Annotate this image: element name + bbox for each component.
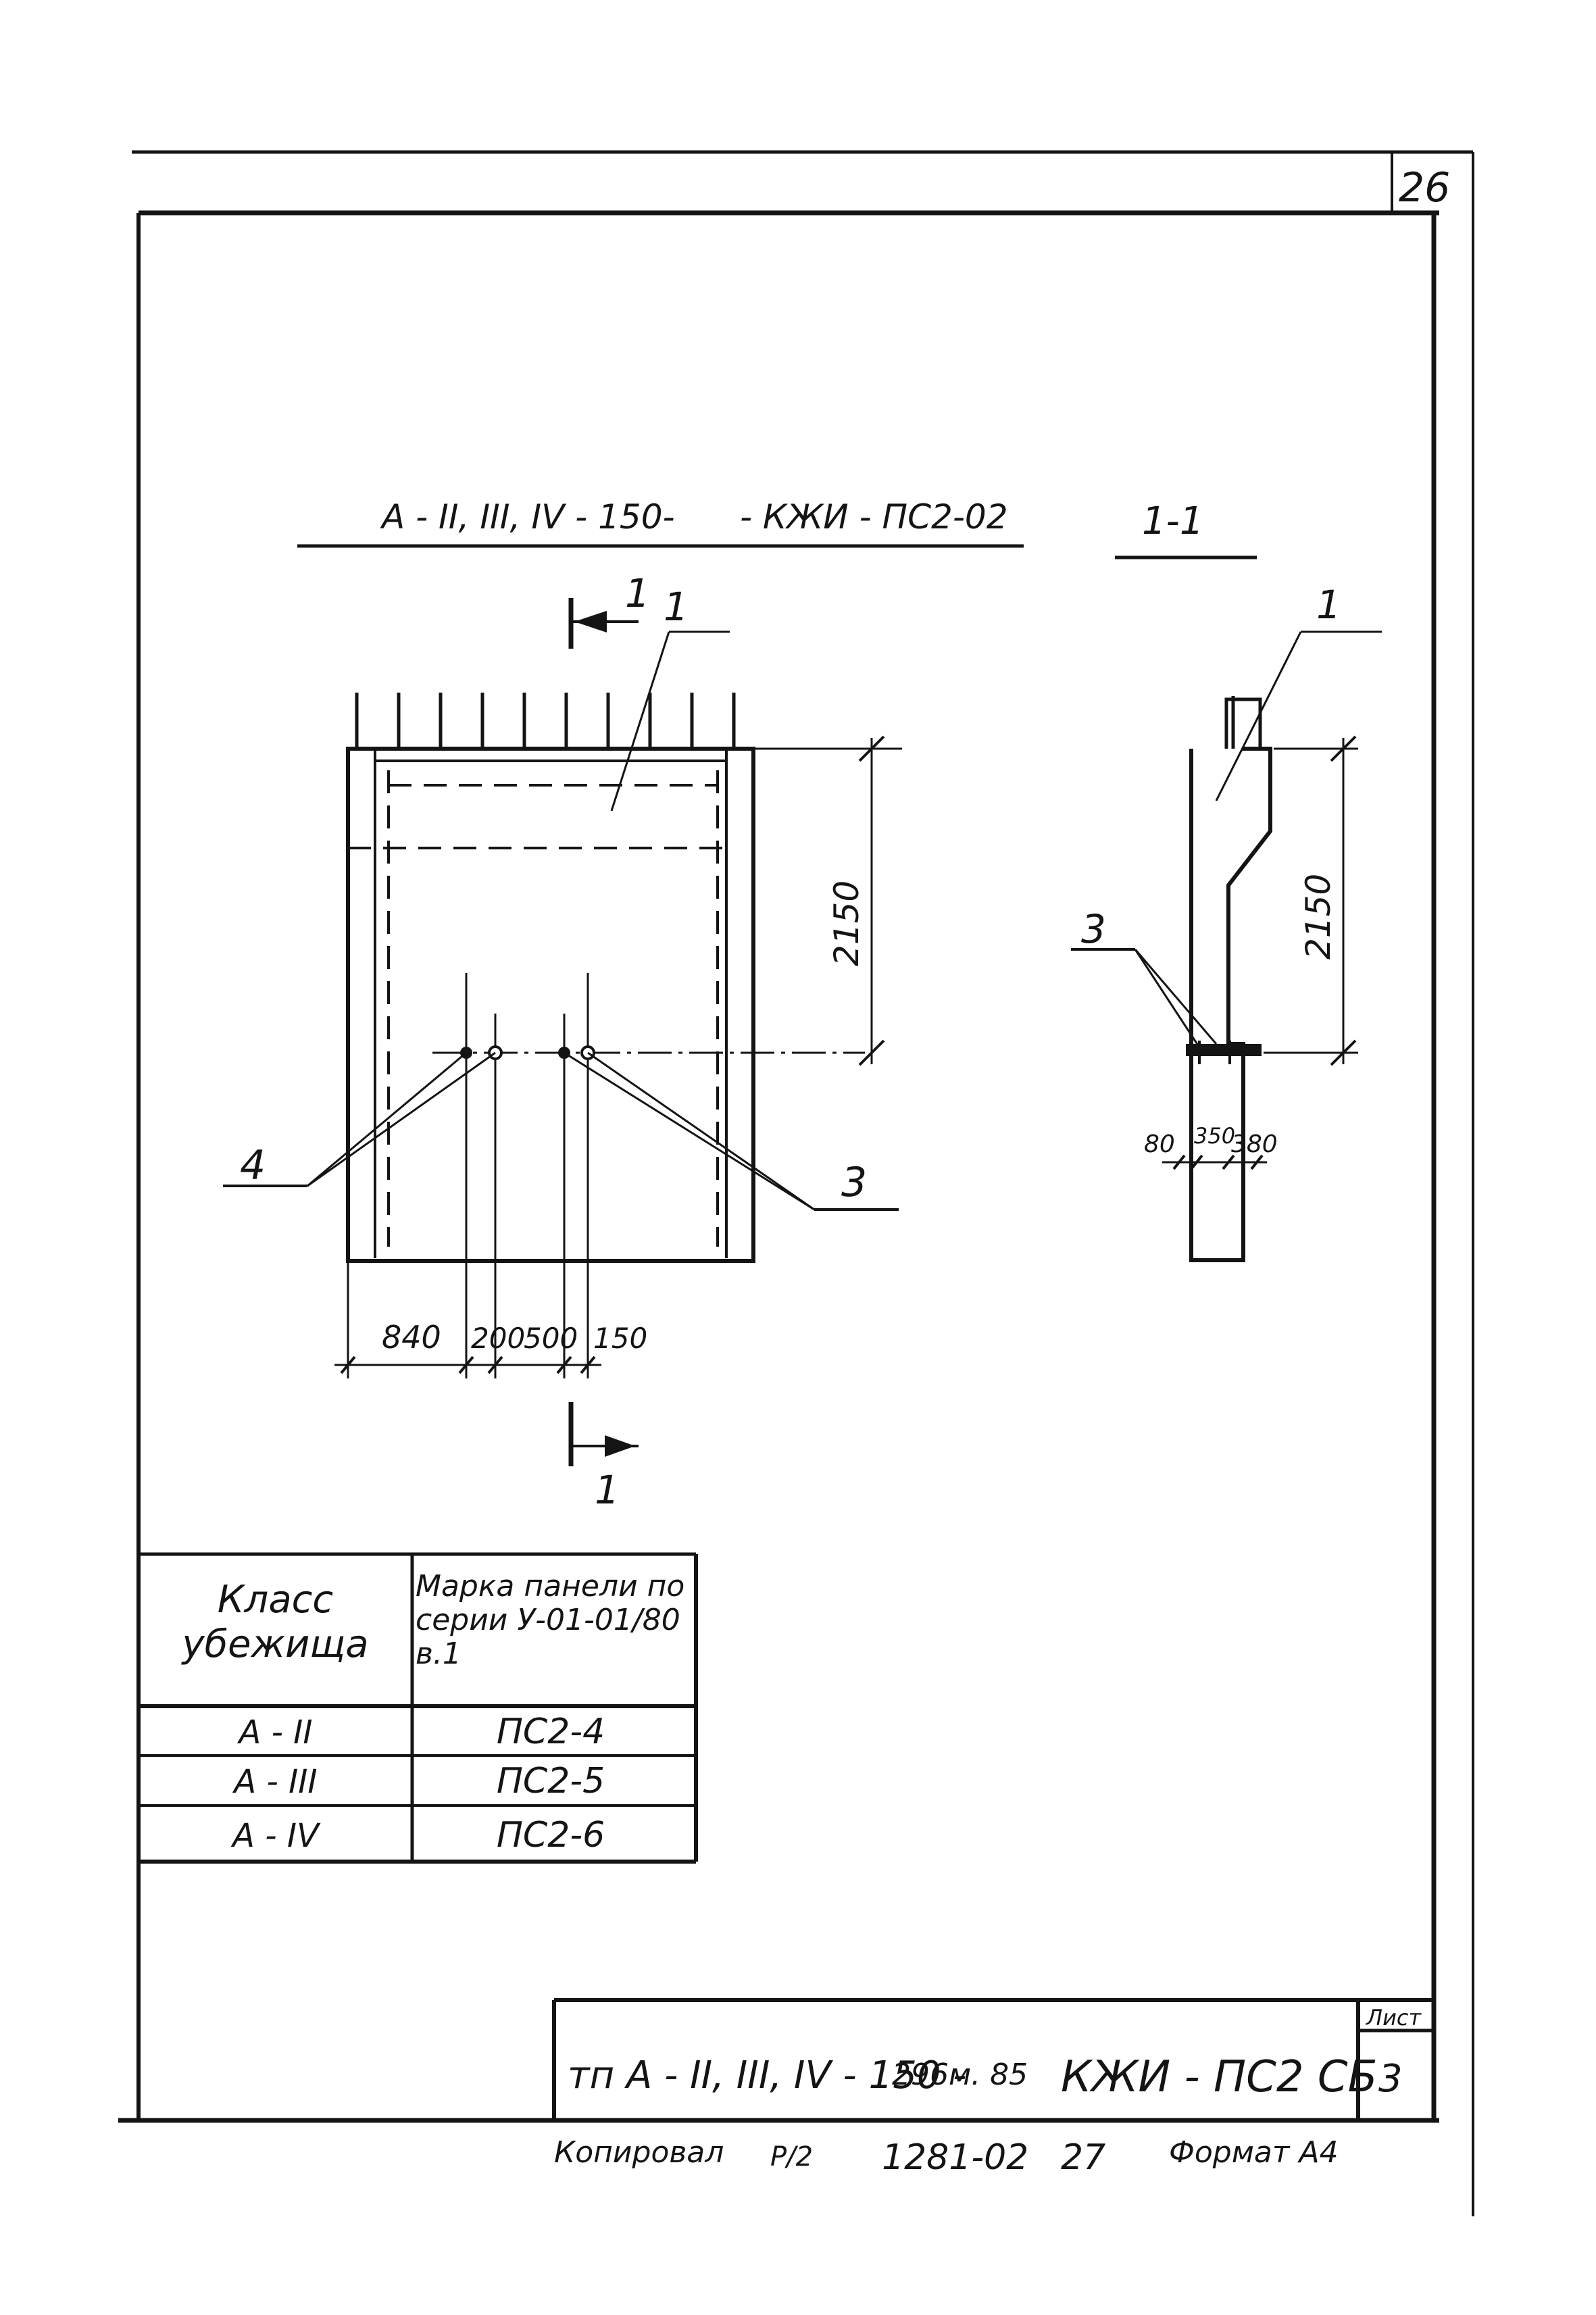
table-cell-panel: ПС2-4	[497, 1712, 605, 1752]
section-top-bars	[1224, 696, 1262, 749]
table-cell-class: А - III	[232, 1763, 317, 1801]
footer-page: 27	[1061, 2137, 1105, 2178]
dim-height-label: 2150	[827, 880, 866, 966]
footer: Копировал Р/2 1281-02 27 Формат А4	[554, 2135, 1339, 2178]
table-header-panel: Марка панели по серии У-01-01/80 в.1	[416, 1569, 685, 1671]
leader-3-section: 3	[1071, 906, 1218, 1048]
dim-chain-bottom: 840 200 500 150	[334, 1261, 647, 1378]
leader-3-section-label: 3	[1081, 906, 1106, 952]
designation-prefix: тп А - II, III, IV - 150 -	[568, 2053, 966, 2097]
leader-4: 4	[223, 1051, 496, 1189]
section-outline	[1189, 747, 1272, 1262]
leader-3: 3	[564, 1051, 899, 1211]
panel-outline	[346, 747, 755, 1263]
rebar-outlets	[355, 693, 736, 749]
table-cell-class: А - IV	[230, 1817, 321, 1855]
drawing-title: А - II, III, IV - 150- - КЖИ - ПС2-02	[297, 497, 1024, 548]
sheet-label: Лист	[1366, 2005, 1422, 2031]
dim-label: 500	[524, 1322, 578, 1355]
dim-label: 200	[471, 1322, 525, 1355]
footer-copier-sign: Р/2	[770, 2141, 813, 2172]
designation-code: 296м. 85	[892, 2058, 1028, 2092]
dim-section-label: 380	[1231, 1130, 1278, 1158]
section-cut-bottom: 1	[568, 1402, 639, 1513]
leader-1: 1	[610, 584, 730, 812]
section-mark-top: 1	[625, 570, 650, 616]
sheet-frame	[118, 150, 1474, 2216]
dim-height-section-label: 2150	[1299, 874, 1338, 960]
footer-order: 1281-02	[882, 2137, 1028, 2178]
footer-format: Формат А4	[1169, 2135, 1339, 2170]
embedded-parts	[432, 973, 865, 1378]
dim-label: 150	[593, 1322, 647, 1355]
leader-1-label: 1	[664, 584, 689, 630]
leader-3-label: 3	[841, 1159, 867, 1206]
table-cell-class: А - II	[237, 1714, 313, 1751]
leader-1-section: 1	[1215, 582, 1382, 801]
title-right: - КЖИ - ПС2-02	[740, 497, 1008, 537]
dim-section-label: 80	[1144, 1130, 1175, 1158]
section-title-text: 1-1	[1142, 499, 1203, 543]
table-cell-panel: ПС2-5	[497, 1761, 605, 1801]
table-header-class: Класс убежища	[182, 1578, 369, 1666]
corner-number: 26	[1399, 164, 1450, 211]
section-title: 1-1	[1115, 499, 1257, 559]
dim-height-section: 2150	[1264, 735, 1358, 1066]
section-embedded-plate	[1186, 1044, 1262, 1056]
title-left: А - II, III, IV - 150-	[380, 497, 675, 537]
section-profile	[1186, 696, 1272, 1262]
dim-section-label: 350	[1194, 1123, 1235, 1149]
designation-suffix: КЖИ - ПС2 СБ	[1061, 2052, 1378, 2102]
dim-height: 2150	[750, 735, 902, 1066]
section-cut-top: 1	[568, 570, 650, 649]
leader-1-section-label: 1	[1316, 582, 1341, 628]
panel-elevation	[346, 693, 755, 1263]
footer-copied: Копировал	[554, 2135, 724, 2170]
leader-4-label: 4	[240, 1142, 266, 1189]
class-table: Класс убежища Марка панели по серии У-01…	[139, 1552, 698, 1864]
table-cell-panel: ПС2-6	[497, 1815, 605, 1856]
dim-label: 840	[382, 1319, 441, 1355]
sheet-number: 3	[1378, 2057, 1403, 2101]
dim-chain-section: 80 350 380	[1144, 1123, 1278, 1170]
title-block: Лист 3 тп А - II, III, IV - 150 - 296м. …	[552, 1998, 1434, 2120]
section-mark-bottom: 1	[595, 1467, 620, 1513]
